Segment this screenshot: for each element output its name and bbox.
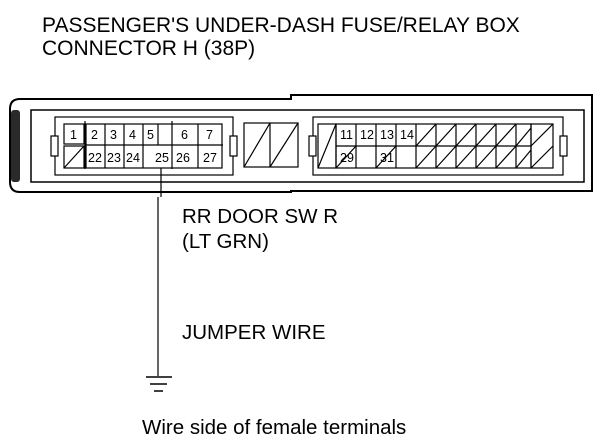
connector-housing bbox=[9, 94, 593, 193]
jumper-wire-label: JUMPER WIRE bbox=[182, 321, 326, 344]
pin-label: 29 bbox=[340, 151, 354, 165]
pin-label-probed: 25 bbox=[155, 151, 169, 165]
ground-icon bbox=[146, 376, 172, 392]
pin-label: 5 bbox=[147, 128, 154, 142]
diagram-caption: Wire side of female terminals bbox=[142, 416, 407, 439]
pin-label: 31 bbox=[380, 151, 394, 165]
jumper-wire bbox=[157, 168, 162, 376]
pin-label: 14 bbox=[400, 128, 414, 142]
pin-label: 2 bbox=[91, 128, 98, 142]
wire-color-label: (LT GRN) bbox=[182, 230, 269, 253]
pin-label: 6 bbox=[181, 128, 188, 142]
pin-label: 26 bbox=[176, 151, 190, 165]
pin-label: 11 bbox=[340, 128, 353, 142]
pin-label: 24 bbox=[126, 151, 140, 165]
pin-label: 3 bbox=[110, 128, 117, 142]
right-pin-block bbox=[308, 116, 568, 176]
diagram-title-line1: PASSENGER'S UNDER-DASH FUSE/RELAY BOX bbox=[42, 14, 520, 37]
pin-label: 4 bbox=[129, 128, 136, 142]
pin-label: 7 bbox=[206, 128, 213, 142]
pin-label: 1 bbox=[70, 128, 77, 142]
connector-lock-tab bbox=[11, 110, 20, 182]
pin-label: 12 bbox=[360, 128, 374, 142]
pin-label: 22 bbox=[88, 151, 102, 165]
middle-pin-block bbox=[243, 122, 299, 168]
pin-label: 27 bbox=[203, 151, 217, 165]
left-pin-block bbox=[50, 116, 238, 176]
wire-name-label: RR DOOR SW R bbox=[182, 205, 339, 228]
pin-label: 23 bbox=[107, 151, 121, 165]
pin-label: 13 bbox=[380, 128, 394, 142]
diagram-title-line2: CONNECTOR H (38P) bbox=[42, 37, 256, 60]
